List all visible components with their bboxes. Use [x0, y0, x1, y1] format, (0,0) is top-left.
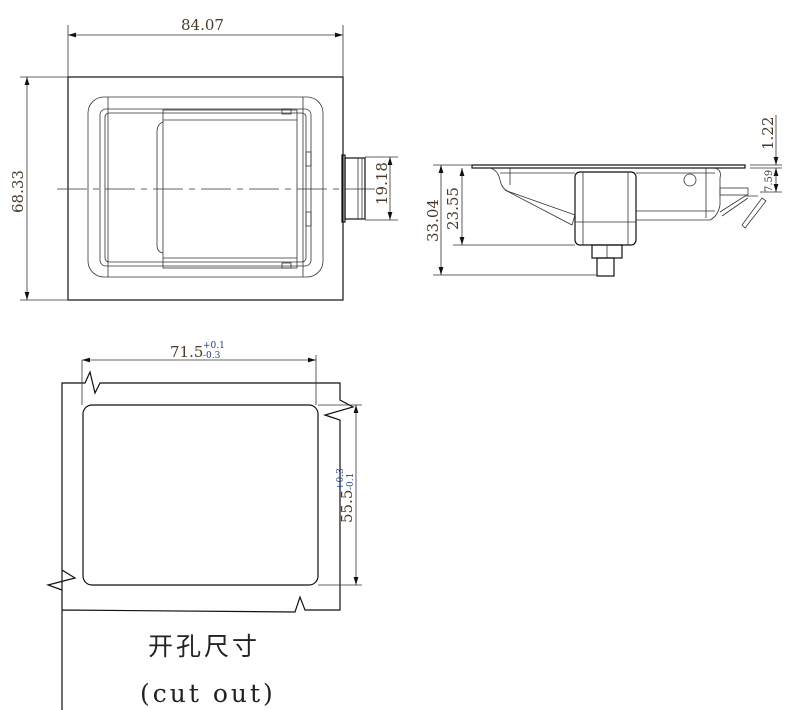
- offset-dim: 7.59: [764, 170, 775, 192]
- cutout-width-dim: 71.5: [170, 343, 203, 361]
- cutout-height-tol-plus: +0.3: [336, 468, 346, 490]
- cutout-width-tol-plus: +0.1: [203, 341, 225, 351]
- height-dim: 68.33: [9, 170, 27, 213]
- cutout-height-tol-minus: -0.1: [346, 473, 356, 490]
- overall-depth-dim: 33.04: [424, 199, 442, 242]
- plate-thickness-dim: 1.22: [759, 117, 777, 150]
- body-depth-dim: 23.55: [444, 187, 462, 230]
- width-dim: 84.07: [181, 16, 224, 34]
- bolt-dim: 19.18: [373, 162, 391, 205]
- cutout-width-tol-minus: -0.3: [203, 351, 221, 361]
- side-view: 33.04 23.55 1.22 7.59: [424, 115, 782, 277]
- cutout-height-dim: 55.5: [338, 490, 356, 523]
- cutout-caption-cn: 开孔尺寸: [148, 632, 260, 661]
- top-view: 19.18 84.07 68.33: [9, 16, 398, 301]
- cutout-caption-en: (cut out): [140, 679, 276, 708]
- cutout-view: 71.5 +0.1 -0.3 55.5 +0.3 -0.1 开孔尺寸 (cut …: [45, 341, 362, 710]
